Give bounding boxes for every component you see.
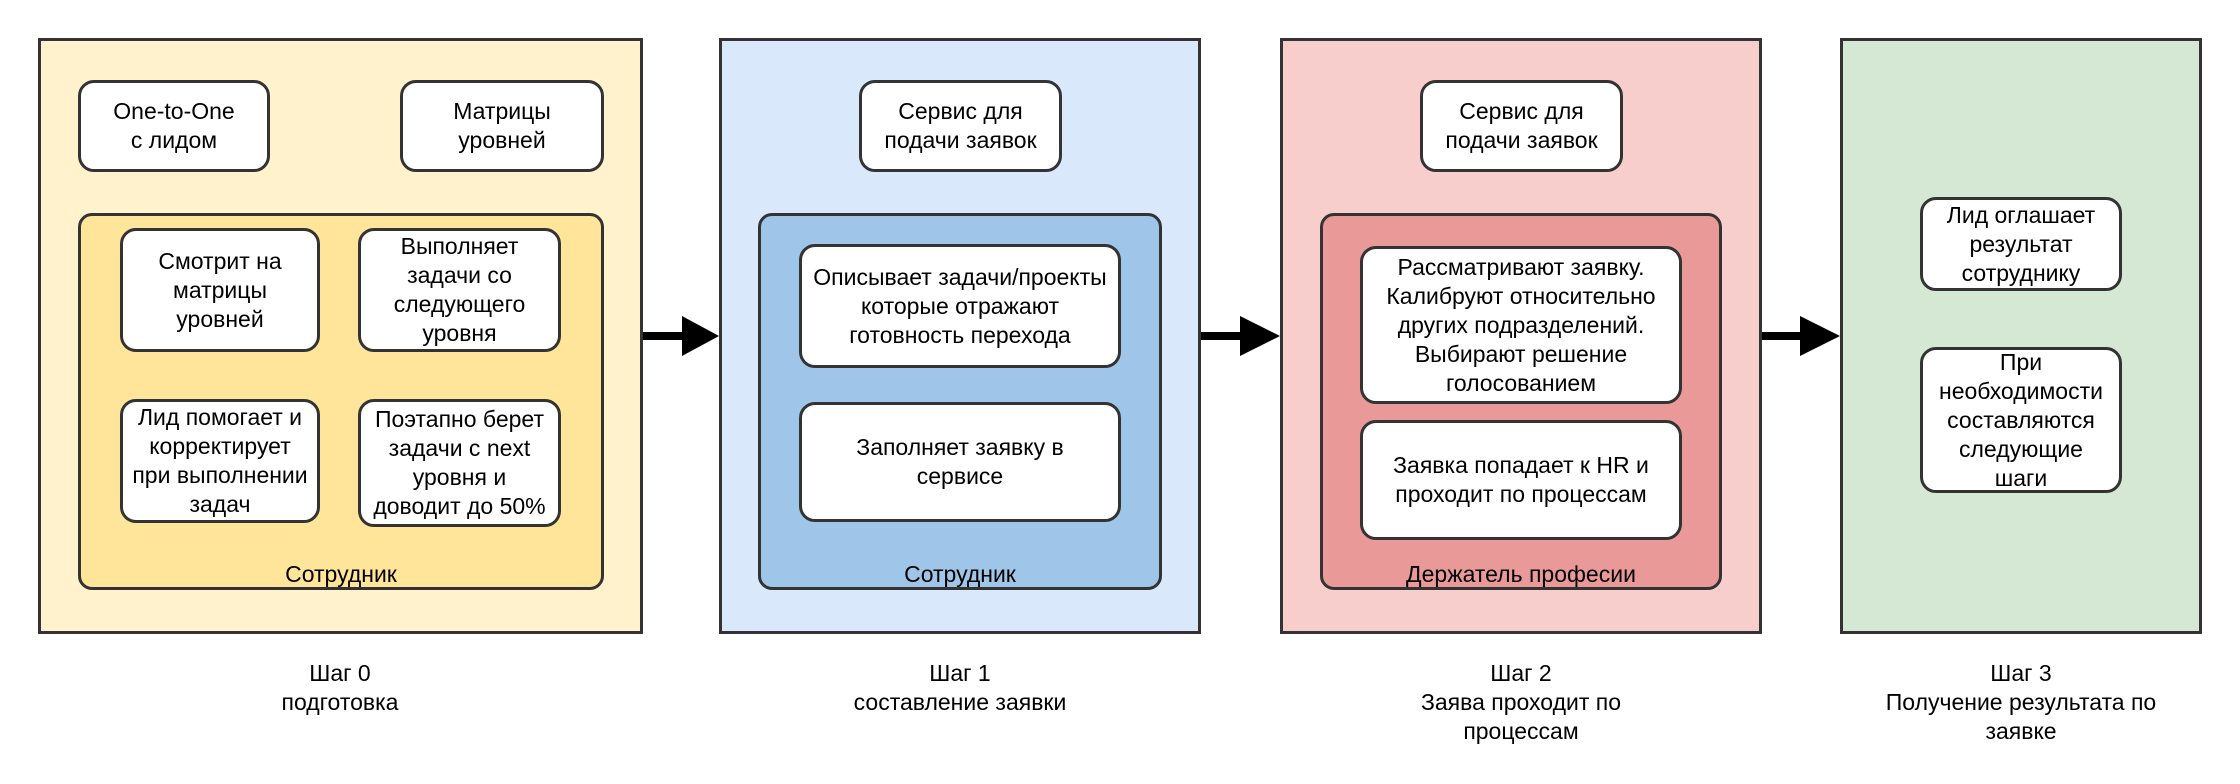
step0-task-lead-helps: Лид помогает и корректирует при выполнен… xyxy=(120,399,320,523)
level-matrices-card: Матрицы уровней xyxy=(400,80,604,172)
step2-group-label: Держатель професии xyxy=(1406,561,1636,587)
step1-group-label: Сотрудник xyxy=(904,561,1016,587)
arrow-step2-to-step3 xyxy=(1762,316,1840,356)
one-to-one-card: One-to-One с лидом xyxy=(78,80,270,172)
step3-task-next-steps: При необходимости составляются следующие… xyxy=(1920,347,2122,493)
step2-service-card: Сервис для подачи заявок xyxy=(1420,80,1623,172)
step2-task-review: Рассматривают заявку. Калибруют относите… xyxy=(1360,246,1682,404)
step1-task-describe: Описывает задачи/проекты которые отражаю… xyxy=(799,244,1121,368)
step0-task-next-level: Выполняет задачи со следующего уровня xyxy=(358,228,561,352)
arrow-step1-to-step2 xyxy=(1201,316,1280,356)
step0-task-gradual: Поэтапно берет задачи с next уровня и до… xyxy=(358,399,561,527)
step1-task-fill-form: Заполняет заявку в сервисе xyxy=(799,402,1121,522)
arrow-step0-to-step1 xyxy=(643,316,719,356)
step0-task-view-matrices: Смотрит на матрицы уровней xyxy=(120,228,320,352)
step2-caption: Шаг 2 Заява проходит по процессам xyxy=(1420,660,1622,744)
step0-group-label: Сотрудник xyxy=(285,561,397,587)
step2-task-hr: Заявка попадает к HR и проходит по проце… xyxy=(1360,420,1682,540)
step3-caption: Шаг 3 Получение результата по заявке xyxy=(1885,660,2157,744)
step1-caption: Шаг 1 составление заявки xyxy=(853,660,1067,715)
step3-panel xyxy=(1840,38,2202,634)
step3-task-announce: Лид оглашает результат сотруднику xyxy=(1920,197,2122,291)
step0-caption: Шаг 0 подготовка xyxy=(281,660,399,715)
step1-service-card: Сервис для подачи заявок xyxy=(859,80,1062,172)
